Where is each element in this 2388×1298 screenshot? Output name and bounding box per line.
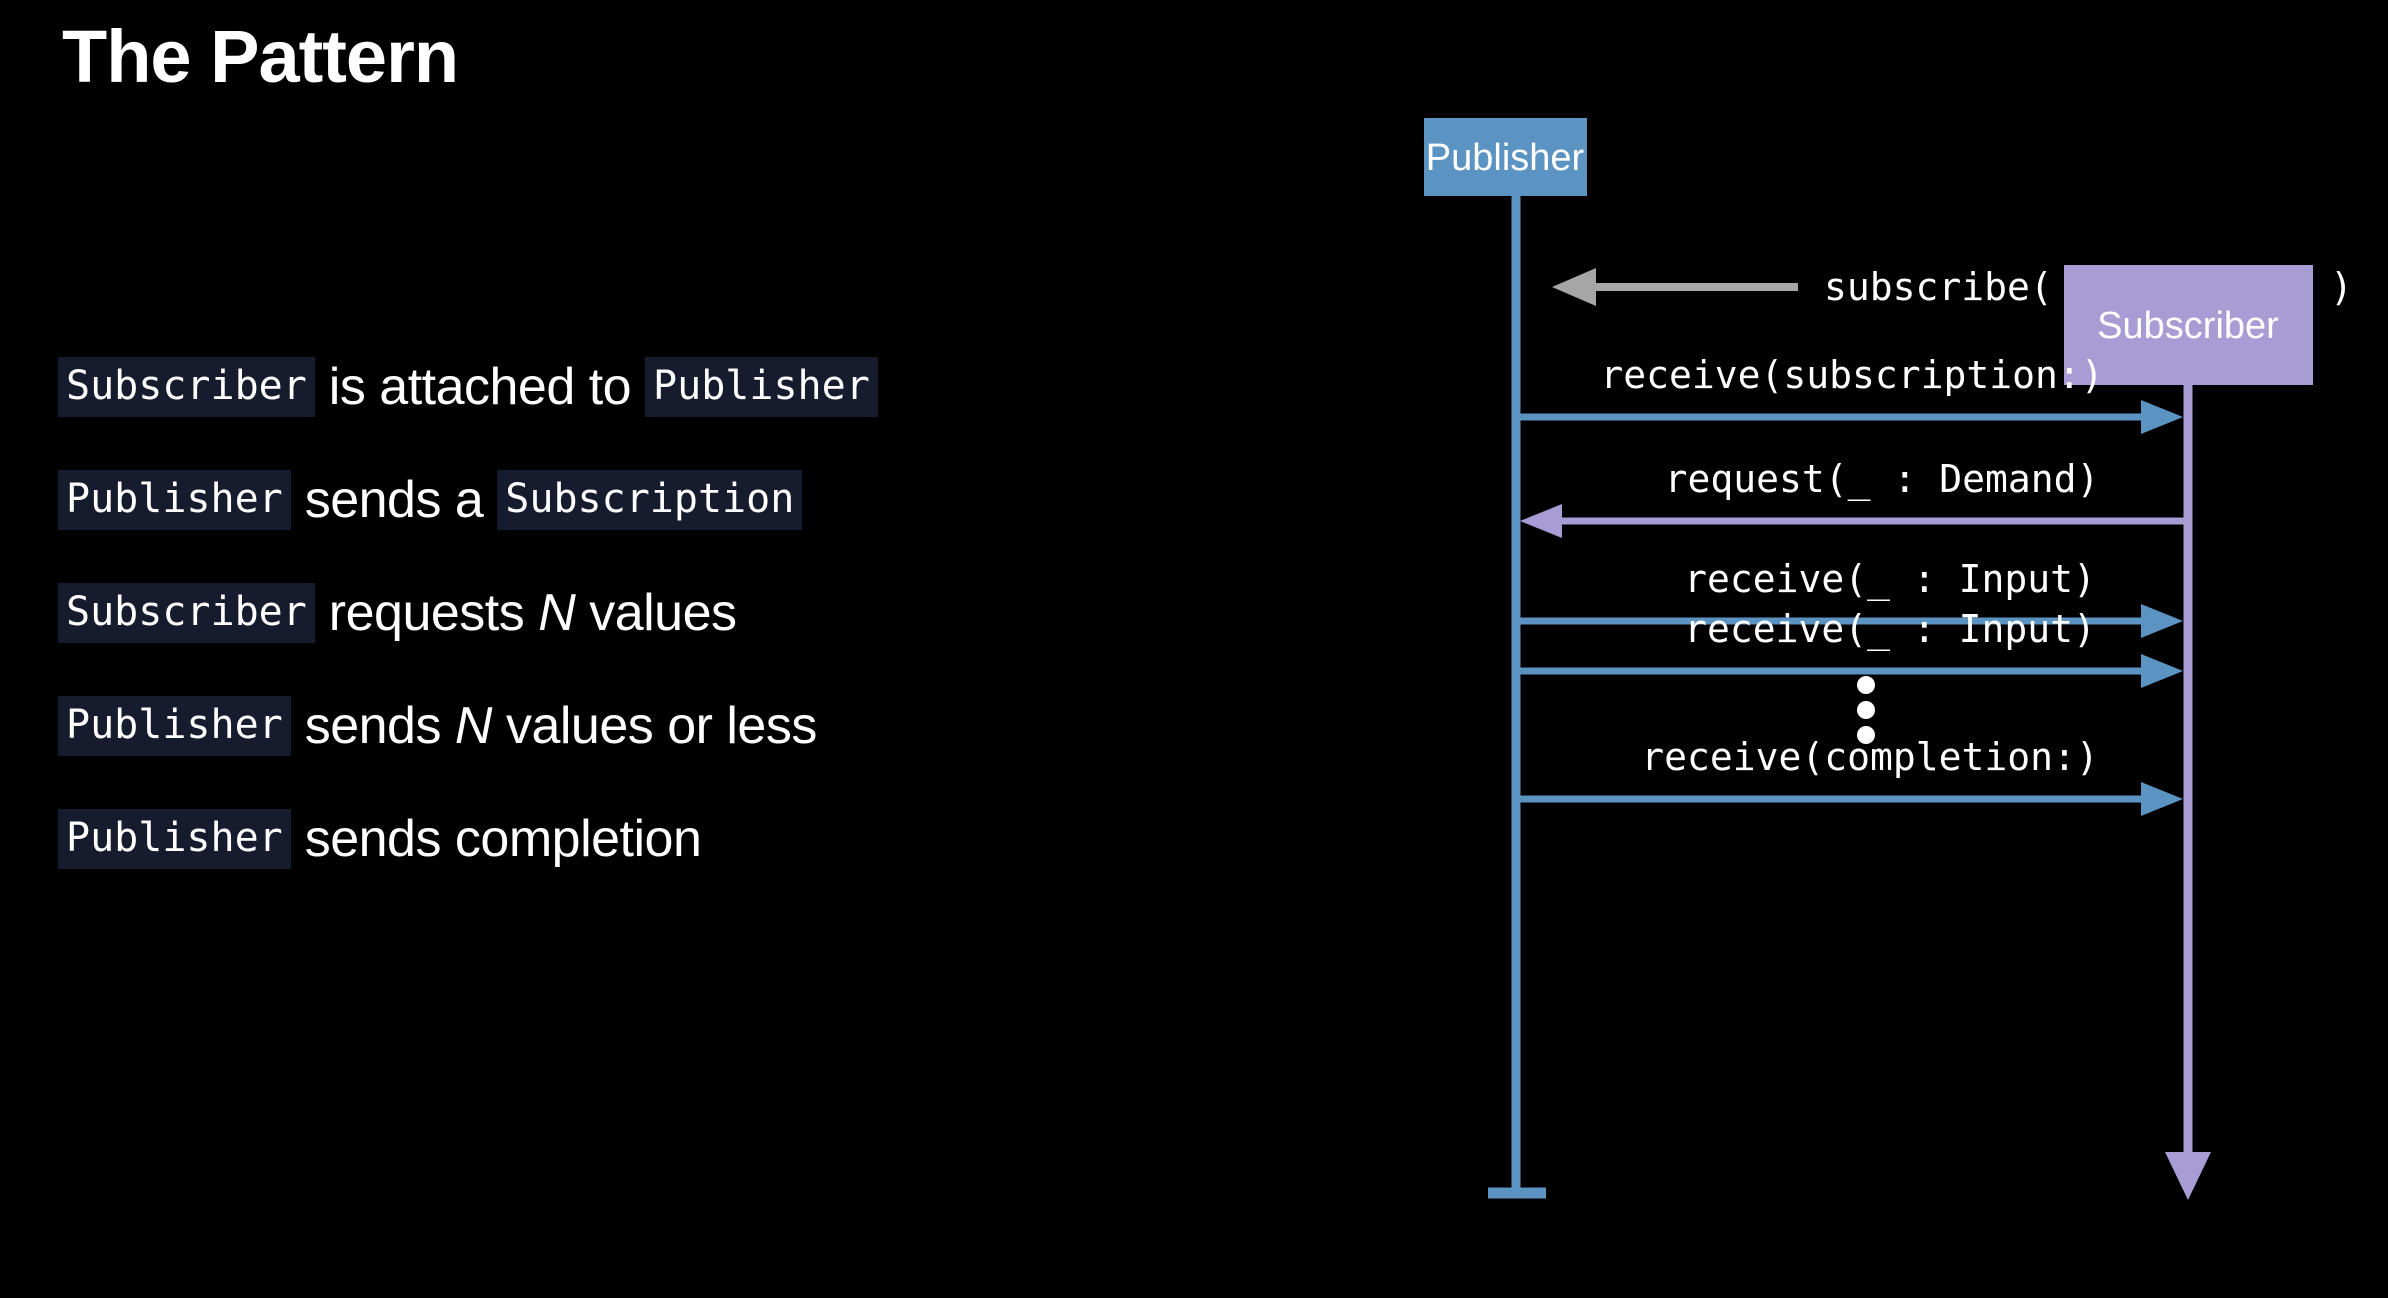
subscribe-label-closing-paren: ) [2330, 265, 2353, 309]
bullet-text: is attached to [328, 357, 632, 416]
subscriber-box-label: Subscriber [2097, 305, 2279, 347]
receive-completion-arrowhead [2141, 782, 2183, 816]
subscribe-label: subscribe( [1824, 265, 2053, 309]
receive-subscription-label: receive(subscription:) [1600, 353, 2103, 397]
request-demand-arrowhead [1520, 504, 1562, 538]
receive-completion-label: receive(completion:) [1641, 735, 2099, 779]
code-token: Subscriber [58, 356, 315, 417]
list-item: Publisher sends completion [58, 782, 1308, 895]
bullet-emphasis: N [454, 696, 493, 755]
list-item: Subscriber is attached to Publisher [58, 330, 1308, 443]
code-token: Publisher [58, 469, 291, 530]
sequence-diagram: Publisher subscribe( Subscriber ) receiv… [1400, 100, 2388, 1298]
publisher-box-label: Publisher [1426, 137, 1585, 179]
publisher-box[interactable] [1424, 118, 1587, 196]
receive-input-arrowhead [2141, 654, 2183, 688]
subscriber-box[interactable] [2064, 265, 2313, 385]
receive-input-label: receive(_ : Input) [1684, 607, 2096, 652]
receive-input-label: receive(_ : Input) [1684, 557, 2096, 602]
code-token: Publisher [58, 808, 291, 869]
bullet-list: Subscriber is attached to Publisher Publ… [58, 330, 1308, 895]
receive-subscription-arrowhead [2141, 400, 2183, 434]
bullet-text: sends a [304, 470, 484, 529]
list-item: Publisher sends N values or less [58, 669, 1308, 782]
bullet-emphasis: N [538, 583, 576, 642]
page-title: The Pattern [62, 15, 459, 98]
subscriber-lifeline-arrowhead [2165, 1152, 2211, 1200]
bullet-text: requests N values [328, 583, 737, 642]
code-token: Publisher [58, 695, 291, 756]
list-item: Subscriber requests N values [58, 556, 1308, 669]
subscribe-arrowhead [1552, 268, 1596, 306]
code-token: Subscriber [58, 582, 315, 643]
receive-input-arrowhead [2141, 604, 2183, 638]
request-demand-label: request(_ : Demand) [1665, 457, 2100, 502]
vertical-ellipsis-icon [1857, 676, 1875, 744]
code-token: Subscription [497, 469, 803, 530]
bullet-text: sends completion [304, 809, 702, 868]
bullet-text: sends N values or less [304, 696, 818, 755]
list-item: Publisher sends a Subscription [58, 443, 1308, 556]
code-token: Publisher [645, 356, 878, 417]
